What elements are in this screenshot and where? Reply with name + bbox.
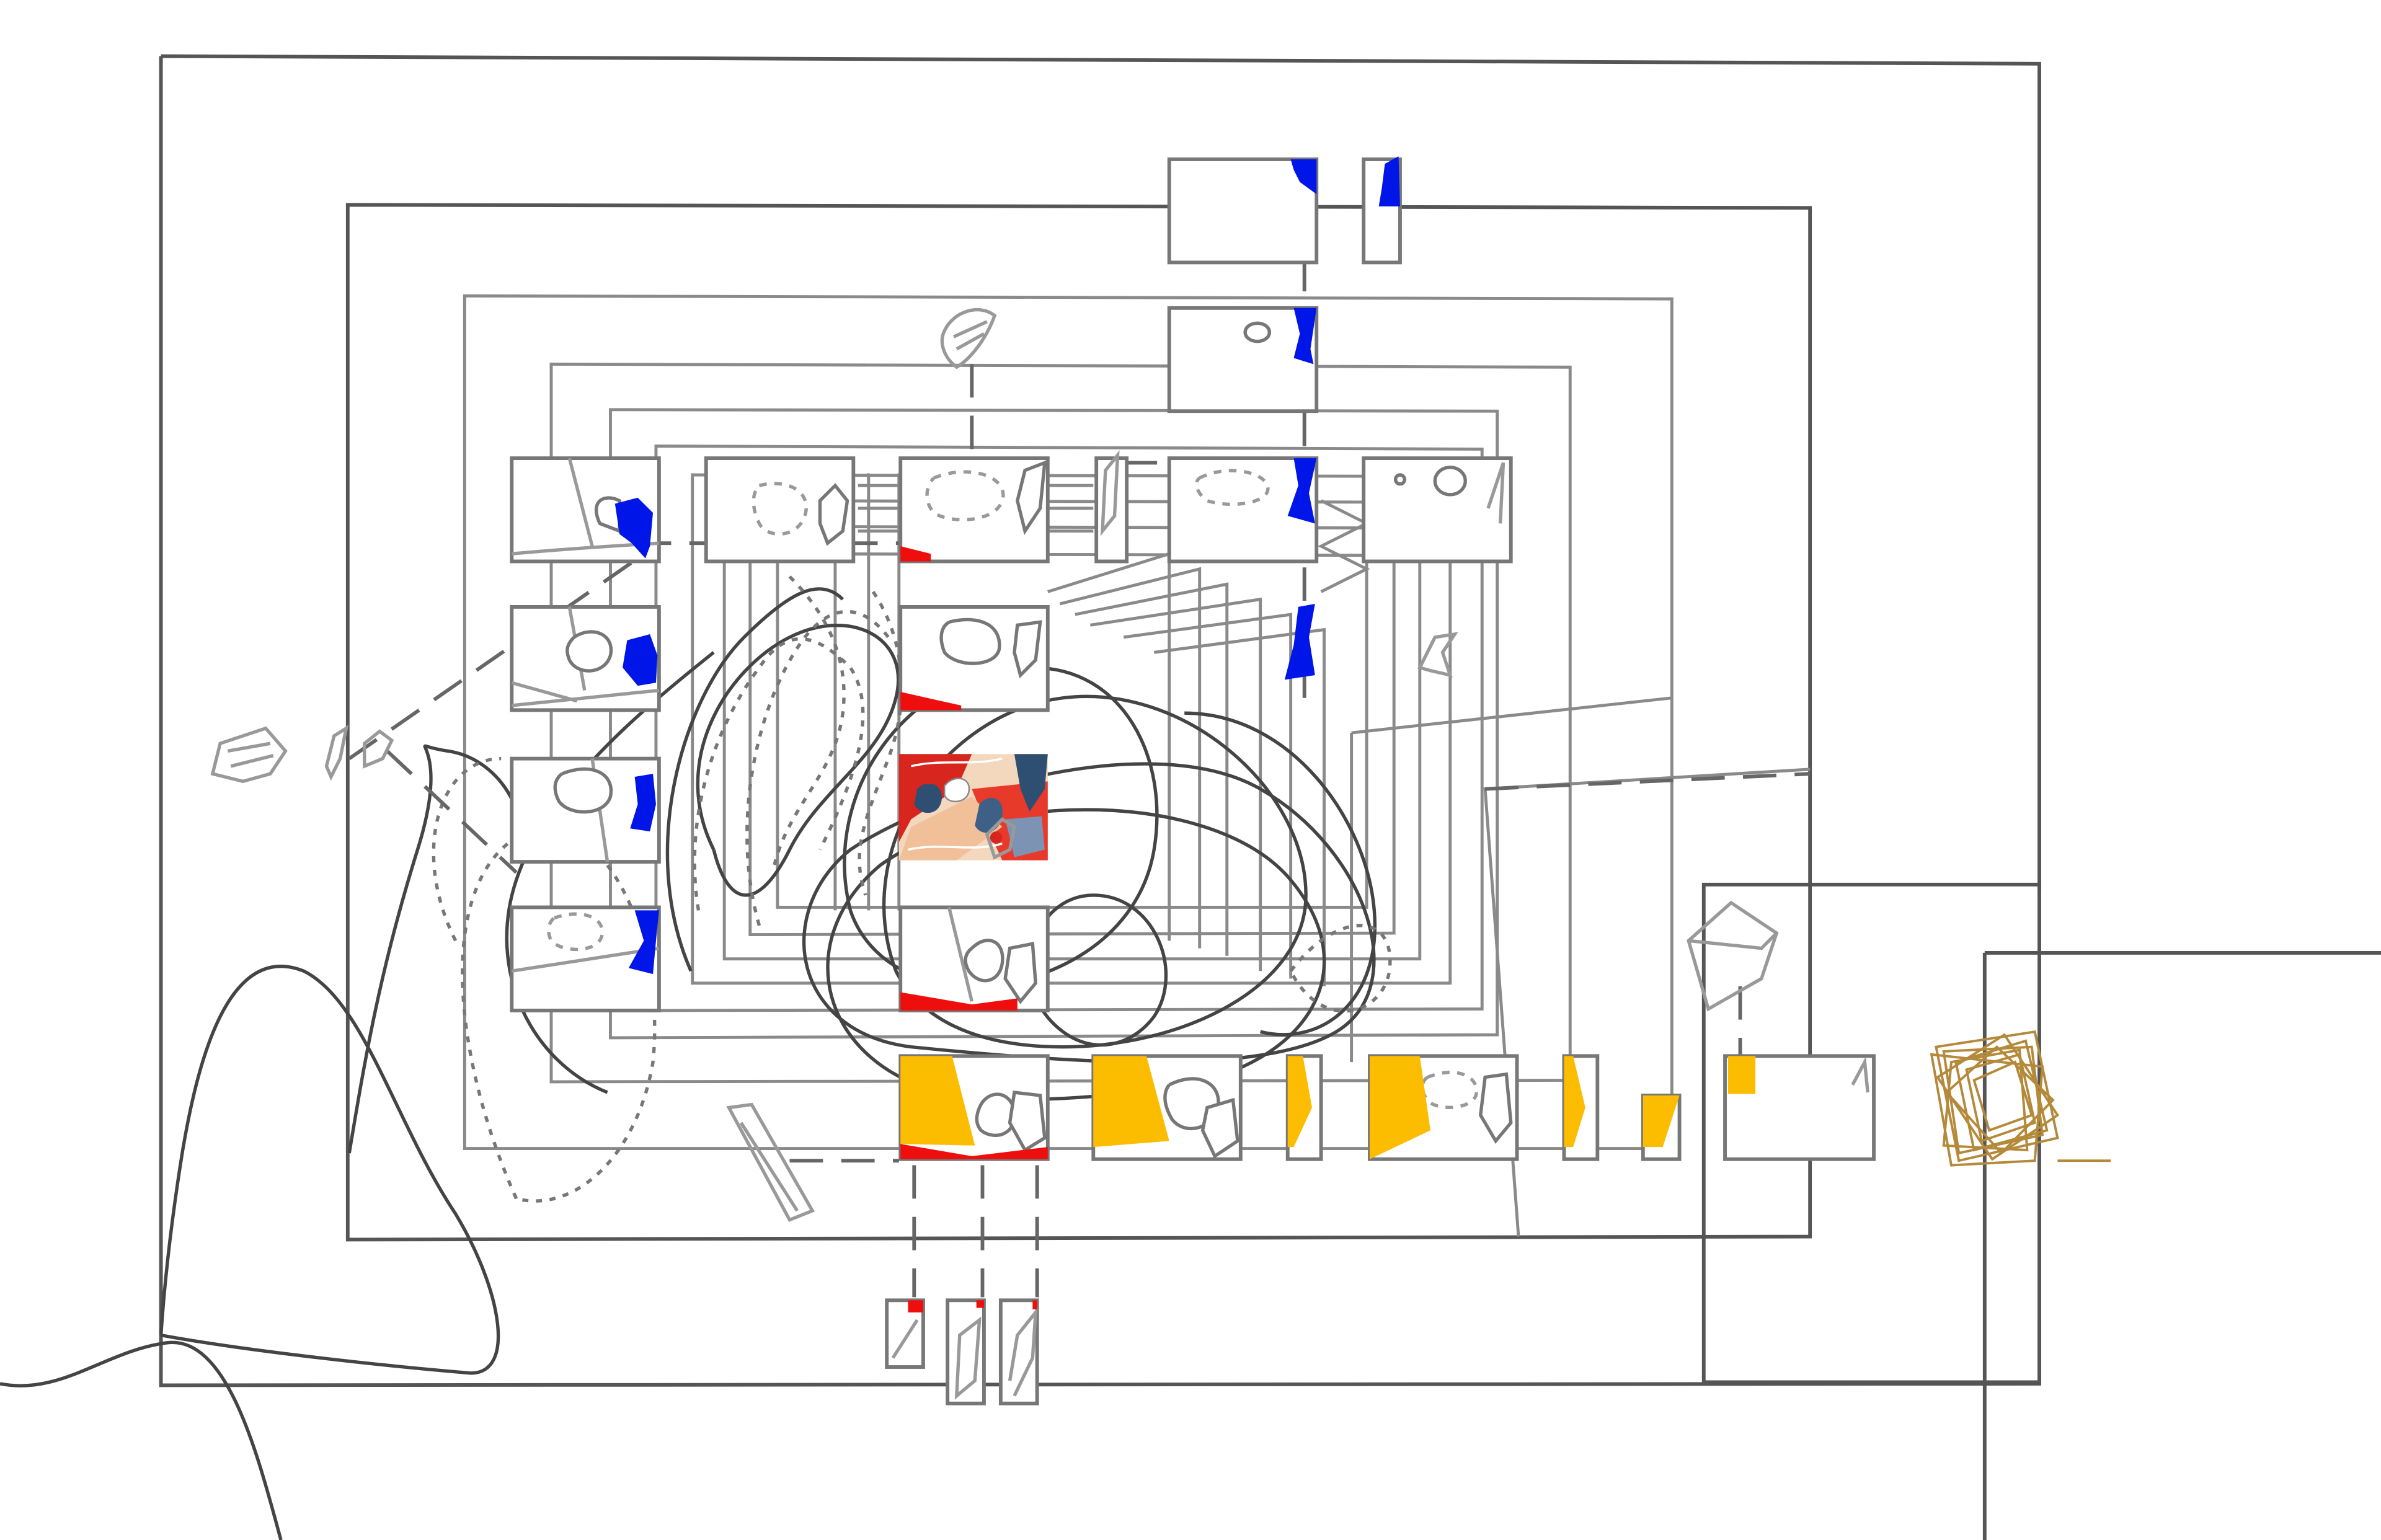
figure-sketch-right [1417, 632, 1458, 678]
long-sweep [505, 651, 715, 1094]
blue-fill-shapes [614, 156, 1400, 975]
blue-shape-7 [1284, 604, 1315, 680]
frame-8 [722, 499, 1422, 961]
dashed-diagonal [1484, 772, 1811, 791]
yellow-shape-5 [1564, 1056, 1585, 1148]
dotted-wave-3 [773, 575, 846, 865]
perspective-lines [833, 473, 1370, 986]
wave-curve-1 [696, 623, 900, 897]
red-shape-5 [908, 1300, 923, 1312]
yellow-fill-shapes [900, 1056, 1756, 1159]
lamp-sketch [726, 1102, 815, 1223]
blue-shape-5 [1287, 458, 1317, 524]
box-sketch-right [1687, 900, 1779, 1012]
red-shape-3 [900, 992, 1018, 1011]
wave-curve-2 [665, 587, 845, 972]
mid-loop-curve [347, 744, 522, 1154]
right-tall-frame [1701, 882, 2041, 1384]
blue-shape-4 [614, 497, 654, 559]
figure-sketch-center [985, 817, 1016, 860]
left-loop-curve [159, 965, 500, 1375]
yellow-shape-2 [1093, 1056, 1169, 1148]
frame-2 [345, 203, 1812, 1242]
dotted-loop-3 [1289, 924, 1392, 1013]
frame-3 [463, 294, 1674, 1151]
yellow-shape-1 [900, 1056, 975, 1146]
blue-shape-9 [628, 910, 659, 975]
panel-top-c-oval [1243, 321, 1272, 343]
outer-frame [159, 54, 2041, 1387]
blue-shape-3 [1293, 308, 1317, 365]
central-collage-image [898, 754, 1048, 861]
blue-shape-8 [630, 774, 656, 832]
red-shape-7 [1032, 1300, 1037, 1310]
blue-shape-1 [1290, 159, 1317, 195]
red-shape-4 [900, 1144, 1048, 1159]
frame-9 [748, 524, 1396, 936]
red-shape-2 [900, 691, 962, 710]
object-top-center [940, 308, 997, 370]
red-shape-1 [900, 546, 931, 562]
figure-sketch-left-2 [363, 729, 394, 769]
blue-shape-2 [1378, 156, 1400, 206]
floating-objects [210, 308, 1779, 1223]
chair-sketch-left [210, 726, 288, 784]
red-fill-shapes [900, 546, 1048, 1312]
figure-sketch-left [324, 725, 349, 781]
yellow-shape-3 [1287, 1056, 1312, 1148]
bottom-left-curve [0, 1340, 283, 1540]
dotted-wave-4 [858, 590, 903, 896]
nested-frames [159, 54, 2381, 1540]
gold-square-spiral [1930, 1030, 2111, 1167]
yellow-shape-4 [1369, 1056, 1430, 1159]
far-right-frame [1982, 950, 2381, 1540]
frame-10 [776, 552, 1368, 909]
dotted-loop-1 [461, 826, 657, 1203]
right-arc [1184, 711, 1377, 1037]
dotted-wave-2 [745, 609, 890, 926]
panel-top-c [1167, 306, 1319, 414]
panel-r1-4 [1094, 456, 1129, 564]
yellow-shape-7 [1727, 1056, 1756, 1094]
panel-top-a [1167, 157, 1319, 265]
dotted-loop-2 [432, 756, 502, 942]
blue-shape-6 [623, 634, 658, 686]
yellow-shape-6 [1643, 1095, 1680, 1148]
red-shape-6 [976, 1300, 984, 1308]
